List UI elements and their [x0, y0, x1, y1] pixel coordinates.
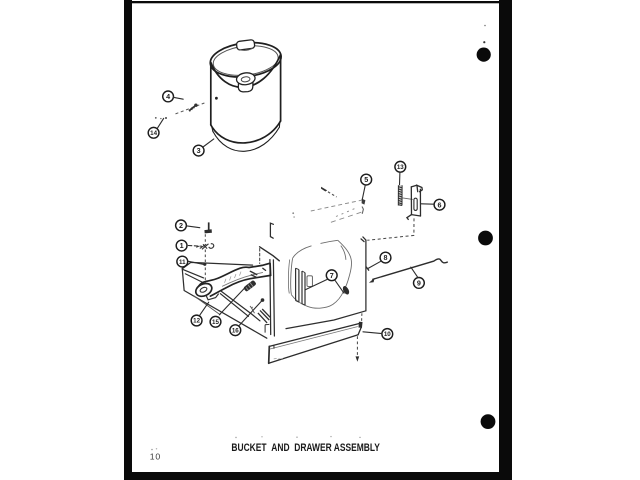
svg-text:6: 6 [438, 200, 442, 209]
svg-text:12: 12 [193, 318, 200, 325]
svg-text:BUCKET AND DRAWER ASSEMBLY: BUCKET AND DRAWER ASSEMBLY [231, 442, 380, 454]
svg-text:3: 3 [197, 146, 201, 155]
svg-text:16: 16 [232, 327, 239, 334]
svg-text:11: 11 [179, 259, 186, 266]
svg-text:10: 10 [384, 331, 391, 338]
svg-text:4: 4 [166, 92, 170, 101]
svg-text:14: 14 [150, 130, 157, 137]
svg-text:9: 9 [417, 279, 421, 288]
svg-text:7: 7 [330, 271, 334, 280]
svg-text:15: 15 [212, 319, 219, 326]
svg-text:5: 5 [364, 175, 368, 184]
svg-text:8: 8 [384, 253, 388, 262]
svg-text:2: 2 [179, 221, 183, 230]
svg-text:1: 1 [180, 241, 184, 250]
svg-text:13: 13 [397, 164, 404, 171]
svg-text:10: 10 [150, 451, 161, 461]
